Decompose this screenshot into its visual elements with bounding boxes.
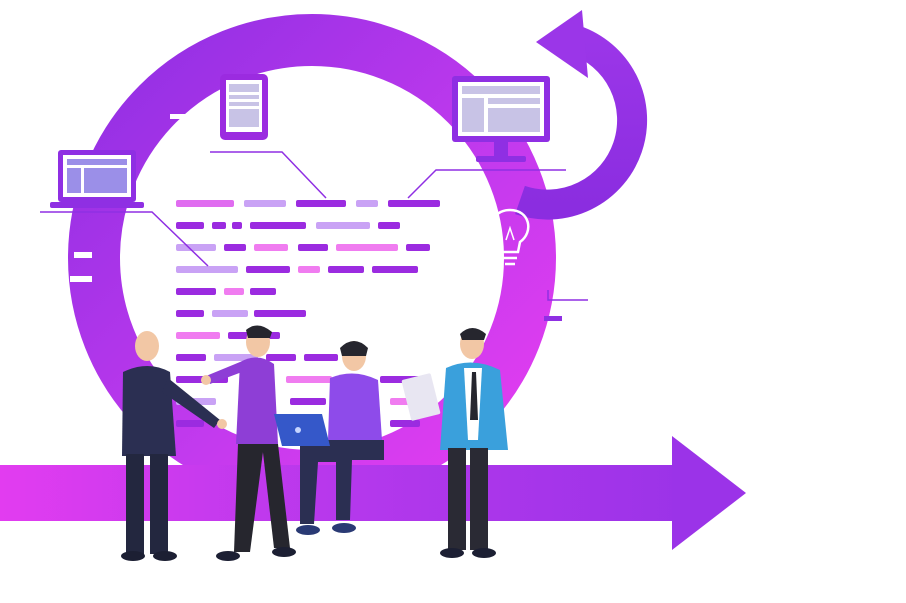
person-purple-shirt <box>201 325 296 561</box>
person-blue-jacket <box>401 328 508 558</box>
person-seated-laptop <box>274 341 384 535</box>
person-bald-man <box>121 331 227 561</box>
tablet-icon <box>220 74 268 140</box>
cycle-arrow-icon <box>515 10 648 220</box>
monitor-icon <box>452 76 550 162</box>
code-lines <box>176 200 440 427</box>
lightbulb-icon <box>490 208 530 266</box>
dash-mark <box>544 316 562 321</box>
connector-lines <box>40 151 588 301</box>
laptop-icon <box>50 150 144 208</box>
